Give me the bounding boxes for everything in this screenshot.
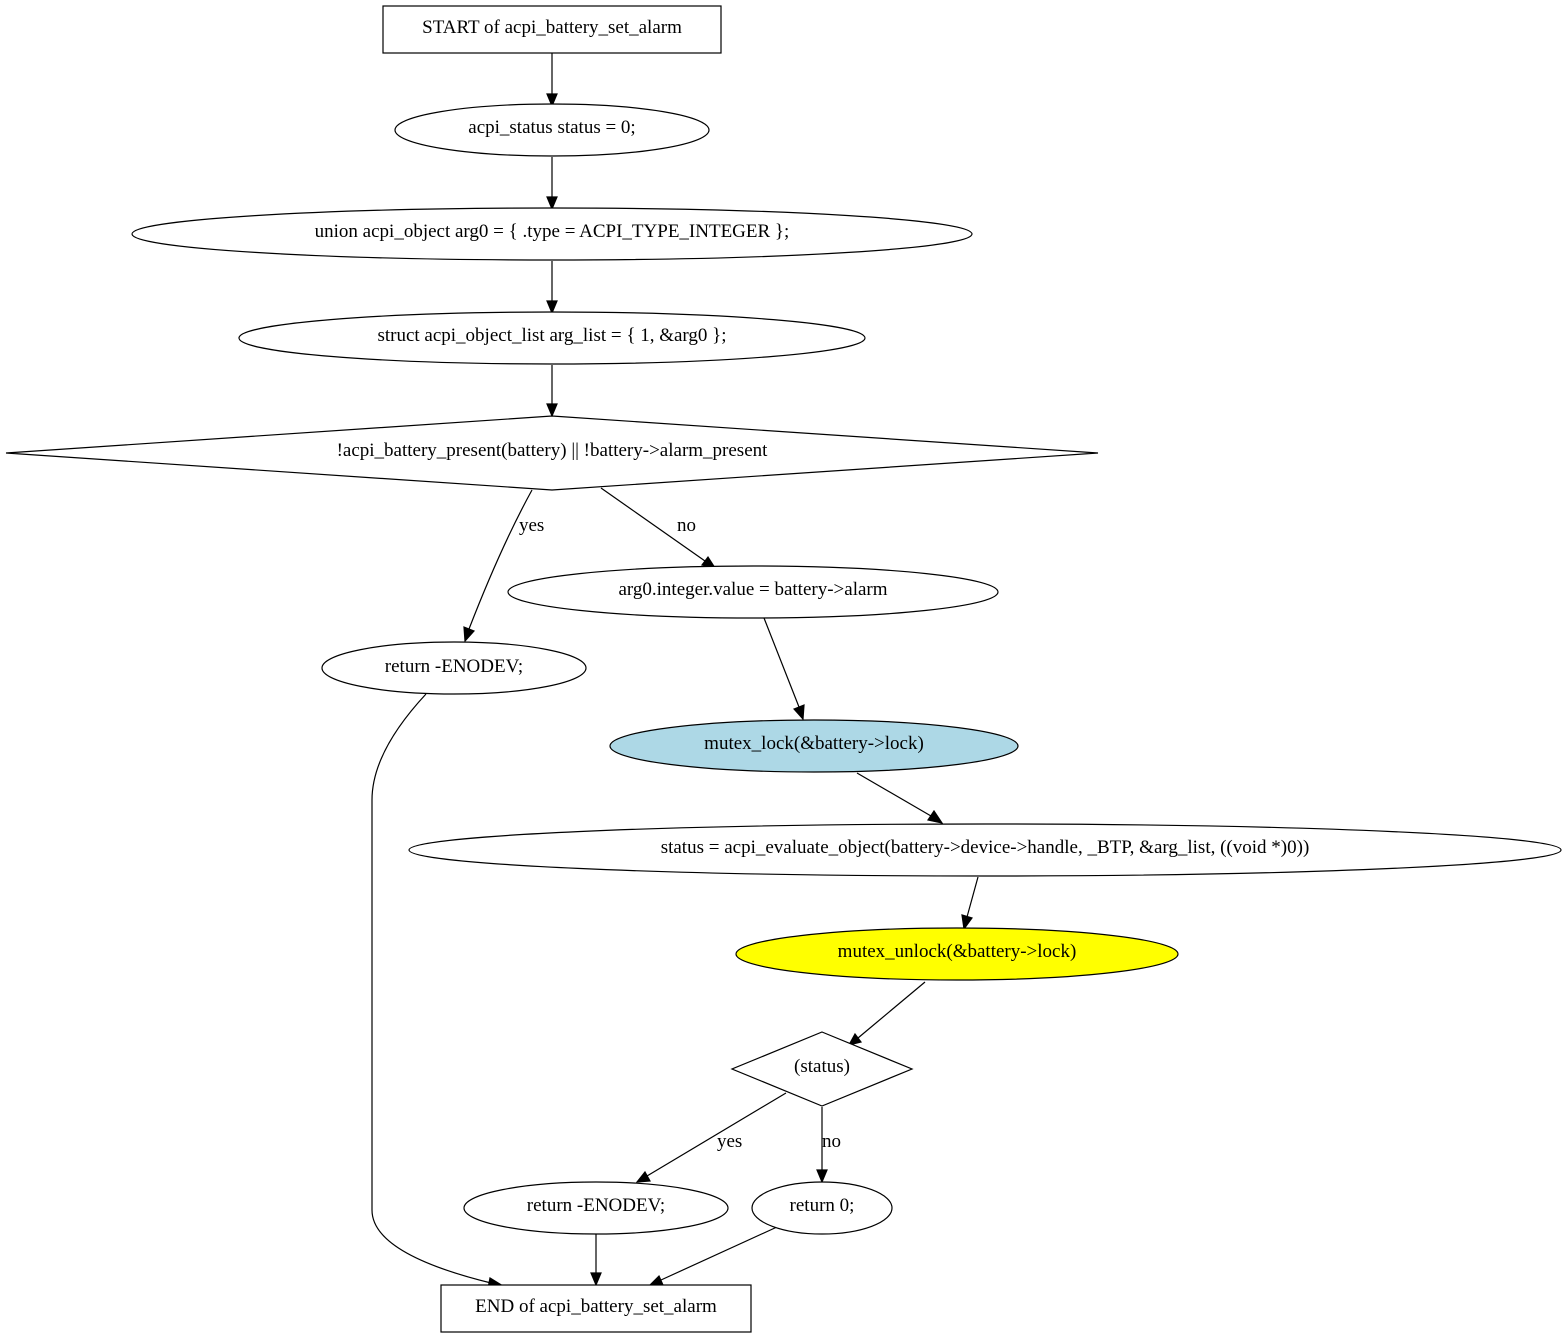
arrowhead (648, 1274, 664, 1286)
arrowhead (961, 914, 973, 931)
edge-evaluate-to-mutex-unlock (966, 876, 979, 918)
edge-presence-no (600, 487, 706, 562)
set-alarm-value-ellipse (507, 565, 999, 619)
presence-check-label: !acpi_battery_present(battery) || !batte… (337, 440, 769, 461)
mutex-lock-label: mutex_lock(&battery->lock) (704, 733, 924, 754)
mutex-unlock-label: mutex_unlock(&battery->lock) (838, 941, 1077, 962)
node-mutex-lock: mutex_lock(&battery->lock) (609, 719, 1019, 773)
return-zero-ellipse (751, 1181, 893, 1235)
node-arg-list-init: struct acpi_object_list arg_list = { 1, … (238, 311, 866, 365)
arrowhead (635, 1170, 651, 1183)
arrowhead (463, 626, 476, 643)
arrowhead (546, 300, 558, 315)
arrowhead (816, 1169, 828, 1184)
edge-label-presence-yes: yes (519, 515, 544, 536)
node-return-enodev-1: return -ENODEV; (321, 641, 587, 695)
set-alarm-value-label: arg0.integer.value = battery->alarm (618, 579, 887, 600)
status-init-label: acpi_status status = 0; (468, 117, 635, 138)
edge-label-status-no: no (822, 1131, 841, 1152)
node-status-check: (status) (730, 1031, 914, 1107)
edge-label-status-yes: yes (717, 1131, 742, 1152)
edge-mutex-unlock-to-status-check (857, 981, 926, 1039)
evaluate-object-label: status = acpi_evaluate_object(battery->d… (661, 837, 1310, 858)
presence-check-diamond (5, 415, 1099, 491)
node-end: END of acpi_battery_set_alarm (440, 1284, 752, 1333)
edge-labels: yes no yes no (519, 515, 841, 1152)
edge-mutex-lock-to-evaluate (856, 772, 932, 817)
start-label: START of acpi_battery_set_alarm (422, 17, 682, 38)
node-arg0-init: union acpi_object arg0 = { .type = ACPI_… (131, 207, 973, 261)
edge-return-zero-to-end (660, 1226, 778, 1281)
node-set-alarm-value: arg0.integer.value = battery->alarm (507, 565, 999, 619)
arrowhead (927, 809, 944, 824)
start-box (382, 5, 722, 54)
return-enodev-1-ellipse (321, 641, 587, 695)
status-check-diamond (730, 1031, 914, 1107)
arrowhead (546, 93, 558, 108)
edge-status-yes (646, 1092, 787, 1177)
arg-list-init-ellipse (238, 311, 866, 365)
mutex-lock-ellipse (609, 719, 1019, 773)
nodes: START of acpi_battery_set_alarm acpi_sta… (5, 5, 1562, 1333)
node-presence-check: !acpi_battery_present(battery) || !batte… (5, 415, 1099, 491)
return-enodev-2-label: return -ENODEV; (527, 1195, 665, 1216)
node-mutex-unlock: mutex_unlock(&battery->lock) (735, 927, 1179, 981)
arg-list-init-label: struct acpi_object_list arg_list = { 1, … (377, 325, 726, 346)
node-return-zero: return 0; (751, 1181, 893, 1235)
arrowhead (590, 1272, 602, 1287)
edge-return-enodev-1-to-end (371, 693, 492, 1284)
evaluate-object-ellipse (408, 823, 1562, 877)
end-label: END of acpi_battery_set_alarm (475, 1296, 717, 1317)
arrowhead (847, 1032, 863, 1046)
arrowhead (546, 196, 558, 211)
node-status-init: acpi_status status = 0; (394, 103, 710, 157)
node-evaluate-object: status = acpi_evaluate_object(battery->d… (408, 823, 1562, 877)
node-return-enodev-2: return -ENODEV; (463, 1181, 729, 1235)
return-zero-label: return 0; (790, 1195, 855, 1216)
arg0-init-ellipse (131, 207, 973, 261)
node-start: START of acpi_battery_set_alarm (382, 5, 722, 54)
return-enodev-1-label: return -ENODEV; (385, 656, 523, 677)
return-enodev-2-ellipse (463, 1181, 729, 1235)
status-init-ellipse (394, 103, 710, 157)
arrowhead (792, 704, 805, 721)
arg0-init-label: union acpi_object arg0 = { .type = ACPI_… (315, 221, 790, 242)
arrowhead (546, 403, 558, 418)
edge-presence-yes (468, 489, 533, 630)
mutex-unlock-ellipse (735, 927, 1179, 981)
status-check-label: (status) (794, 1056, 850, 1077)
end-box (440, 1284, 752, 1333)
edge-label-presence-no: no (677, 515, 696, 536)
edge-set-alarm-to-mutex-lock (763, 617, 800, 708)
